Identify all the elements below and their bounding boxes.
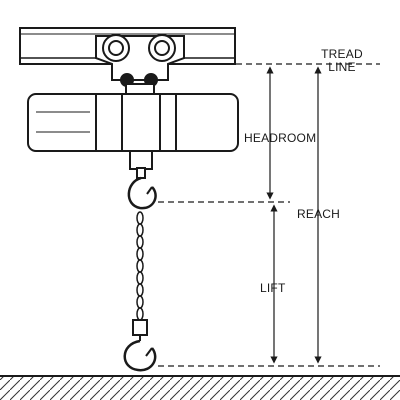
lift-label: LIFT xyxy=(260,281,286,295)
hook-icon xyxy=(127,167,157,210)
tread-line-label-bottom: LINE xyxy=(328,60,356,74)
tread-line-label: TREAD LINE xyxy=(313,48,371,74)
dimension-guides xyxy=(158,63,380,367)
headroom-label: HEADROOM xyxy=(244,131,317,145)
tread-line-label-top: TREAD xyxy=(321,47,363,61)
floor-hatch-icon xyxy=(0,375,400,400)
reach-label: REACH xyxy=(297,207,341,221)
chain-icon xyxy=(136,211,144,321)
hoist-motor-icon xyxy=(27,93,239,170)
trolley-wheels-icon xyxy=(95,34,185,95)
hook-icon xyxy=(123,319,157,372)
